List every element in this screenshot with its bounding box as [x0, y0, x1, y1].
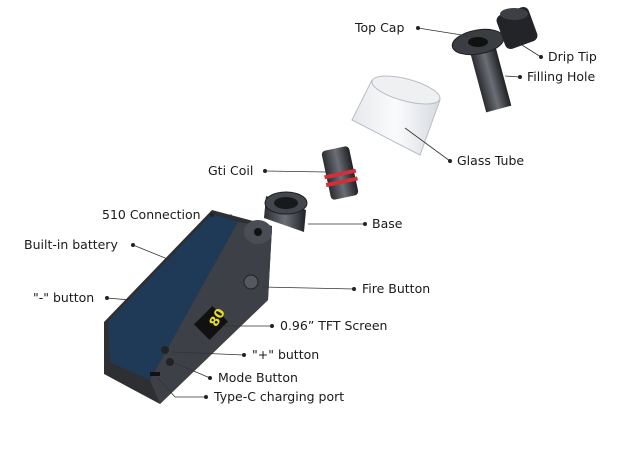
label-built-in-battery: Built-in battery [24, 237, 118, 252]
mod-body: 80 [104, 210, 272, 404]
label-filling-hole: Filling Hole [527, 69, 596, 84]
type-c-port-shape [150, 372, 160, 376]
glass-tube [351, 75, 441, 156]
gti-coil [321, 146, 359, 200]
label-base: Base [372, 216, 403, 231]
mode-button-shape [166, 358, 174, 366]
top-cap [451, 28, 512, 113]
label-fire-button: Fire Button [362, 281, 431, 296]
label-drip-tip: Drip Tip [548, 49, 597, 64]
label-tft-screen: 0.96” TFT Screen [280, 318, 388, 333]
base-ring [264, 191, 308, 232]
label-plus-button: "+" button [252, 347, 320, 362]
label-minus-button: "-" button [33, 290, 95, 305]
label-mode-button: Mode Button [218, 370, 298, 385]
label-gti-coil: Gti Coil [208, 163, 254, 178]
label-glass-tube: Glass Tube [457, 153, 525, 168]
510-connection-pin [254, 228, 262, 236]
leader-dots [105, 26, 543, 399]
plus-button-shape [161, 346, 169, 354]
tft-screen [194, 306, 228, 340]
drip-tip [496, 6, 538, 50]
label-510-connection: 510 Connection [102, 207, 201, 222]
battery-fabric-panel [108, 214, 238, 380]
fire-button-shape [243, 274, 259, 290]
leader-lines [106, 27, 542, 398]
label-top-cap: Top Cap [355, 20, 405, 35]
label-type-c-port: Type-C charging port [214, 389, 345, 404]
